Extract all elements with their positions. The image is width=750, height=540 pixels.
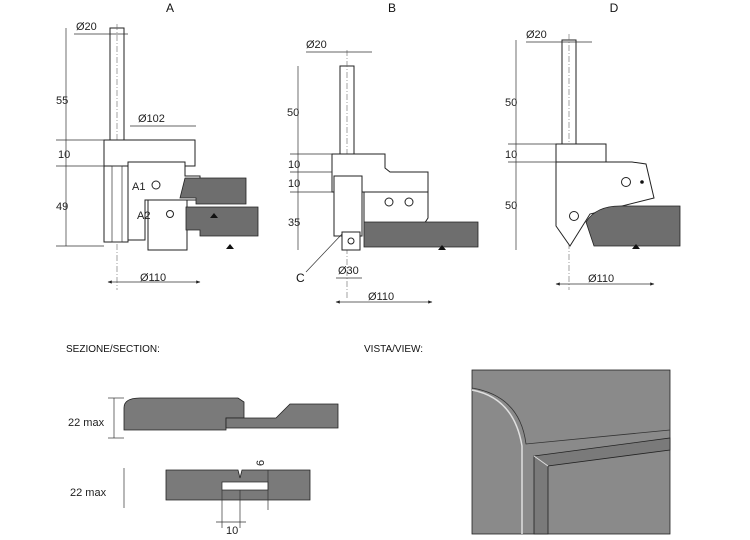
view-b-leader-c (305, 233, 343, 273)
view-b-dia-inner: Ø30 (338, 265, 359, 277)
section-panel (225, 403, 339, 429)
view-d-wood (585, 205, 681, 247)
view-d-dia-shank: Ø20 (526, 29, 547, 41)
view-a-dia-shank: Ø20 (76, 21, 97, 33)
view-d-h-shank: 50 (505, 97, 517, 109)
view-a-h-cut: 49 (56, 201, 68, 213)
view-a-label-a1: A1 (132, 181, 145, 193)
view-a-h-shank: 55 (56, 95, 68, 107)
view-d-dot (640, 180, 644, 184)
view-b-h-top: 10 (288, 159, 300, 171)
view-b-dia-shank: Ø20 (306, 39, 327, 51)
section-groove-width: 10 (226, 525, 238, 537)
vista-miter (533, 455, 549, 467)
view-d-h-mid: 10 (505, 149, 517, 161)
view-a-marker-1 (210, 213, 218, 218)
view-a-screw-3 (166, 210, 174, 218)
view-a: A A1 A2 Ø20 Ø102 55 10 49 (56, 1, 259, 290)
view-d-h-cut: 50 (505, 200, 517, 212)
section: SEZIONE/SECTION: 22 max 22 max 6 10 (66, 344, 339, 537)
view-a-knife (147, 199, 188, 251)
view-d-dia-bottom: Ø110 (588, 273, 614, 285)
view-d-flange (555, 143, 607, 163)
view-b-spindle (333, 175, 363, 237)
view-a-screw-1 (151, 180, 161, 190)
view-a-spindle-core (111, 165, 123, 243)
view-a-label-a2: A2 (137, 210, 150, 222)
section-groove-depth: 6 (255, 460, 267, 466)
view-a-marker-2 (226, 244, 234, 249)
view-d-marker (632, 244, 640, 249)
view-a-title: A (166, 1, 174, 15)
view-d: D Ø20 50 10 50 Ø110 (505, 1, 681, 290)
view-b-wood (363, 221, 479, 248)
section-thickness-bottom: 22 max (70, 487, 107, 499)
section-thickness-top: 22 max (68, 417, 105, 429)
view-a-h-mid: 10 (58, 149, 70, 161)
view-b-title: B (388, 1, 396, 15)
section-groove (221, 481, 269, 491)
view-d-screw-1 (621, 177, 631, 187)
view-a-flange (103, 139, 196, 167)
view-b-h-gap: 10 (288, 178, 300, 190)
view-b-screw-1 (384, 197, 394, 207)
view-b-h-cut: 35 (288, 217, 300, 229)
view-a-dia-body: Ø102 (138, 113, 165, 125)
vista: VISTA/VIEW: (364, 344, 671, 535)
view-d-title: D (610, 1, 619, 15)
view-b-marker (438, 245, 446, 250)
view-a-dia-bottom: Ø110 (140, 272, 166, 284)
view-a-wood-top (179, 177, 247, 205)
vista-frame-line-1 (471, 389, 523, 534)
vista-title: VISTA/VIEW: (364, 344, 423, 355)
view-b-h-shank: 50 (287, 107, 299, 119)
view-b: B Ø20 50 10 10 35 C Ø30 Ø110 (287, 1, 479, 304)
view-a-wood-bottom (185, 206, 259, 237)
view-d-screw-2 (569, 211, 579, 221)
section-title: SEZIONE/SECTION: (66, 344, 160, 355)
view-b-bearing-hole (347, 237, 355, 245)
view-b-dia-bottom: Ø110 (368, 291, 394, 303)
view-a-spindle (103, 165, 129, 243)
view-b-screw-2 (404, 197, 414, 207)
view-b-label-c: C (296, 271, 305, 285)
vista-frame-line-2 (471, 387, 671, 445)
